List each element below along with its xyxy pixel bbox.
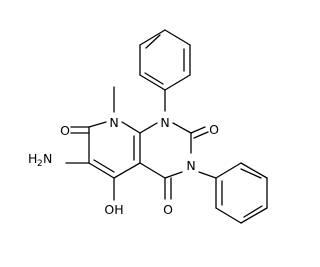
- bond-ph3-b: [215, 207, 242, 224]
- atom-o2: O: [209, 122, 219, 137]
- bond-c4-c4a: [139, 162, 166, 179]
- atom-nh2-h: H: [28, 151, 37, 166]
- atom-n8: N: [109, 115, 118, 130]
- bond-n8-c7: [88, 121, 107, 128]
- bond-n8-c8a: [121, 121, 141, 134]
- bond-n3-phenyl: [198, 171, 217, 179]
- molecule-diagram: N N N O O O OH H 2 N: [28, 29, 268, 224]
- atom-o4: O: [163, 202, 173, 217]
- bond-ph1-d3: [144, 72, 164, 85]
- bond-ph1-d2: [145, 34, 161, 49]
- bond-ph1-a: [164, 74, 191, 91]
- atom-nh2-subscript: 2: [37, 159, 43, 169]
- bond-c6-c5: [88, 162, 115, 179]
- bonds: [65, 29, 268, 224]
- atom-n3: N: [186, 158, 195, 173]
- bond-ph1-c: [164, 29, 191, 46]
- atom-o7: O: [60, 123, 70, 138]
- bond-n1-c2: [172, 122, 192, 134]
- atom-nh2-n: N: [43, 151, 52, 166]
- atom-n1: N: [160, 115, 169, 130]
- bond-c5-c4a: [113, 162, 141, 179]
- bond-c6-c5-double: [93, 159, 115, 173]
- bond-c8a-n1: [139, 122, 158, 134]
- bond-ph3-d3: [240, 168, 262, 179]
- bond-c2-o-double: [193, 131, 209, 139]
- atom-nh2: H 2 N: [28, 151, 52, 169]
- bond-ph1-f: [139, 74, 166, 91]
- bond-ph3-d2: [243, 205, 263, 218]
- atom-labels: N N N O O O OH H 2 N: [28, 115, 219, 217]
- bond-ph3-f: [215, 162, 242, 179]
- structure-canvas: N N N O O O OH H 2 N: [28, 29, 268, 224]
- bond-n3-c4: [164, 171, 183, 179]
- atom-oh: OH: [104, 202, 123, 217]
- bond-ph1-d: [139, 29, 166, 46]
- bond-c2-o: [190, 126, 206, 134]
- bond-ph3-c: [240, 207, 268, 224]
- bond-ph3-e: [240, 162, 268, 179]
